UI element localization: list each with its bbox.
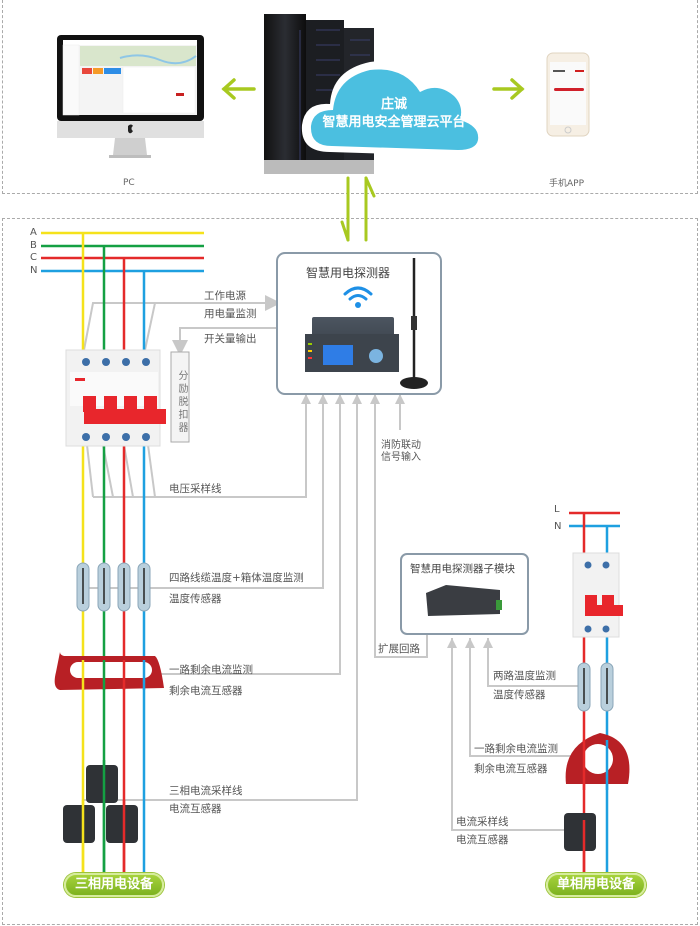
residual-ct-three-phase [54,652,164,690]
residual-monitor-label: 一路剩余电流监测 [169,664,253,676]
switch-output-label: 开关量输出 [204,333,257,345]
fire-linkage-line1: 消防联动 [381,440,421,451]
residual-ct-single-phase [565,733,630,790]
phase-c-label: C [30,252,37,263]
cloud-platform-name: 智慧用电安全管理云平台 [322,115,466,130]
current-transformers-three-phase [63,765,138,843]
fire-linkage-line2: 信号输入 [381,452,421,463]
mobile-phone [546,52,590,137]
work-power-label: 工作电源 [204,290,246,302]
antenna [400,258,428,389]
app-label: 手机APP [549,179,585,189]
phase-a-label: A [30,227,37,238]
four-pole-breaker [65,349,166,447]
temp-sensor-label: 温度传感器 [169,593,222,605]
temp-monitor-label: 四路线缆温度+箱体温度监测 [169,572,304,584]
field-section-frame [2,218,698,925]
single-residual-monitor-label: 一路剩余电流监测 [474,743,558,755]
single-temp-monitor-label: 两路温度监测 [493,670,556,682]
cloud-brand: 庄诚 [380,97,407,112]
pc-monitor [57,35,204,158]
phase-b-label: B [30,240,37,251]
fire-linkage-label: 消防联动 信号输入 [381,440,421,464]
detector-device [305,317,399,372]
single-ct-label: 电流互感器 [456,834,509,846]
cloud-title: 庄诚 智慧用电安全管理云平台 [304,96,484,132]
wifi-icon [343,286,373,301]
detector-title: 智慧用电探测器 [306,266,391,280]
shunt-trip-label: 分励脱扣器 [176,370,187,435]
single-current-sampling-label: 电流采样线 [456,816,509,828]
phase-n-label: N [30,265,38,276]
sub-module-device [426,585,502,616]
pc-label: PC [123,178,135,188]
arrow-to-pc [221,78,256,100]
two-pole-breaker [572,552,623,638]
bidirectional-arrow [340,176,376,242]
single-residual-ct-label: 剩余电流互感器 [474,763,548,775]
expand-loop-label: 扩展回路 [378,643,420,655]
three-phase-device-badge: 三相用电设备 [64,873,164,897]
sub-module-title: 智慧用电探测器子模块 [410,563,515,575]
arrow-to-app [492,78,525,100]
phase-n-single-label: N [554,521,562,532]
residual-ct-label: 剩余电流互感器 [169,685,243,697]
voltage-sampling-label: 电压采样线 [169,483,222,495]
single-phase-device-badge: 单相用电设备 [546,873,646,897]
energy-monitor-label: 用电量监测 [204,308,257,320]
shunt-trip-box [170,351,190,443]
single-temp-sensor-label: 温度传感器 [493,689,546,701]
cloud-section-frame [2,0,698,194]
phase-l-label: L [554,504,560,515]
current-transformer-single-phase [564,813,596,880]
input-arrowheads [301,394,493,648]
cloud-icon [301,60,489,156]
ct-label: 电流互感器 [169,803,222,815]
current-sampling-label: 三相电流采样线 [169,785,243,797]
